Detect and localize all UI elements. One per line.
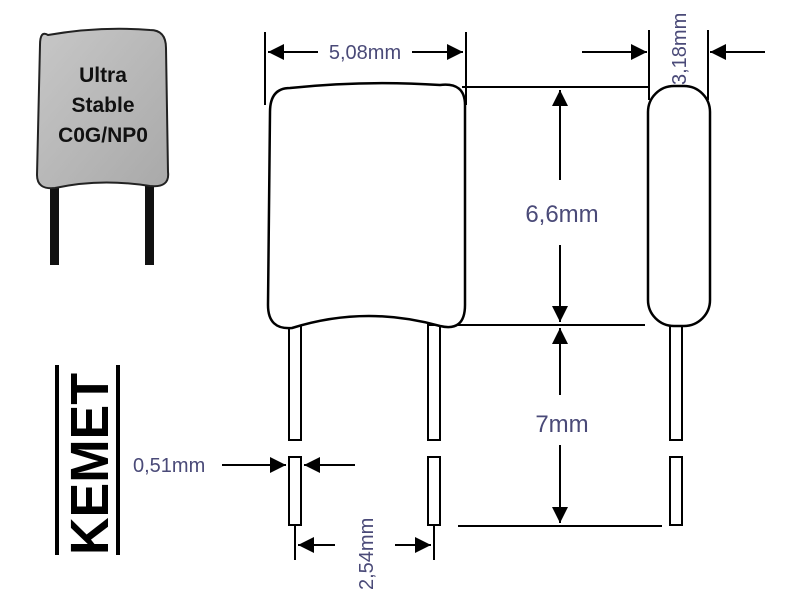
product-photo: Ultra Stable C0G/NP0	[35, 27, 170, 265]
side-lead-upper	[669, 321, 683, 441]
product-label-line2: Stable	[71, 94, 134, 117]
dim-lead-spacing: 2,54mm	[294, 518, 435, 590]
dim-body-height-label: 6,6mm	[525, 201, 598, 228]
dim-lead-length: 7mm	[458, 328, 662, 527]
front-lead-right-lower	[427, 456, 441, 526]
side-view	[646, 84, 712, 526]
photo-lead-left	[50, 180, 59, 265]
front-capacitor-body	[266, 81, 467, 330]
side-lead-lower	[669, 456, 683, 526]
brand-text: KEMET	[60, 373, 120, 555]
product-label-line3: C0G/NP0	[58, 124, 148, 147]
dim-lead-length-label: 7mm	[535, 411, 588, 438]
front-lead-right-upper	[427, 324, 441, 441]
dim-width-label: 5,08mm	[329, 42, 401, 64]
front-lead-left-lower	[288, 456, 302, 526]
product-label-line1: Ultra	[79, 64, 127, 87]
side-capacitor-body	[646, 84, 712, 328]
photo-capacitor-body	[35, 27, 170, 190]
dim-thickness-label: 3,18mm	[669, 13, 691, 85]
dim-lead-spacing-label: 2,54mm	[356, 518, 378, 590]
kemet-logo: KEMET	[55, 365, 120, 555]
logo-rule-left	[55, 365, 59, 555]
photo-lead-right	[145, 180, 154, 265]
dim-thickness: 3,18mm	[582, 13, 765, 100]
logo-rule-right	[116, 365, 120, 555]
dim-width: 5,08mm	[264, 32, 467, 105]
dim-body-height: 6,6mm	[458, 86, 650, 326]
dim-lead-diameter-label: 0,51mm	[133, 455, 205, 477]
front-view	[266, 81, 467, 526]
front-lead-left-upper	[288, 324, 302, 441]
dim-lead-diameter: 0,51mm	[133, 455, 355, 477]
